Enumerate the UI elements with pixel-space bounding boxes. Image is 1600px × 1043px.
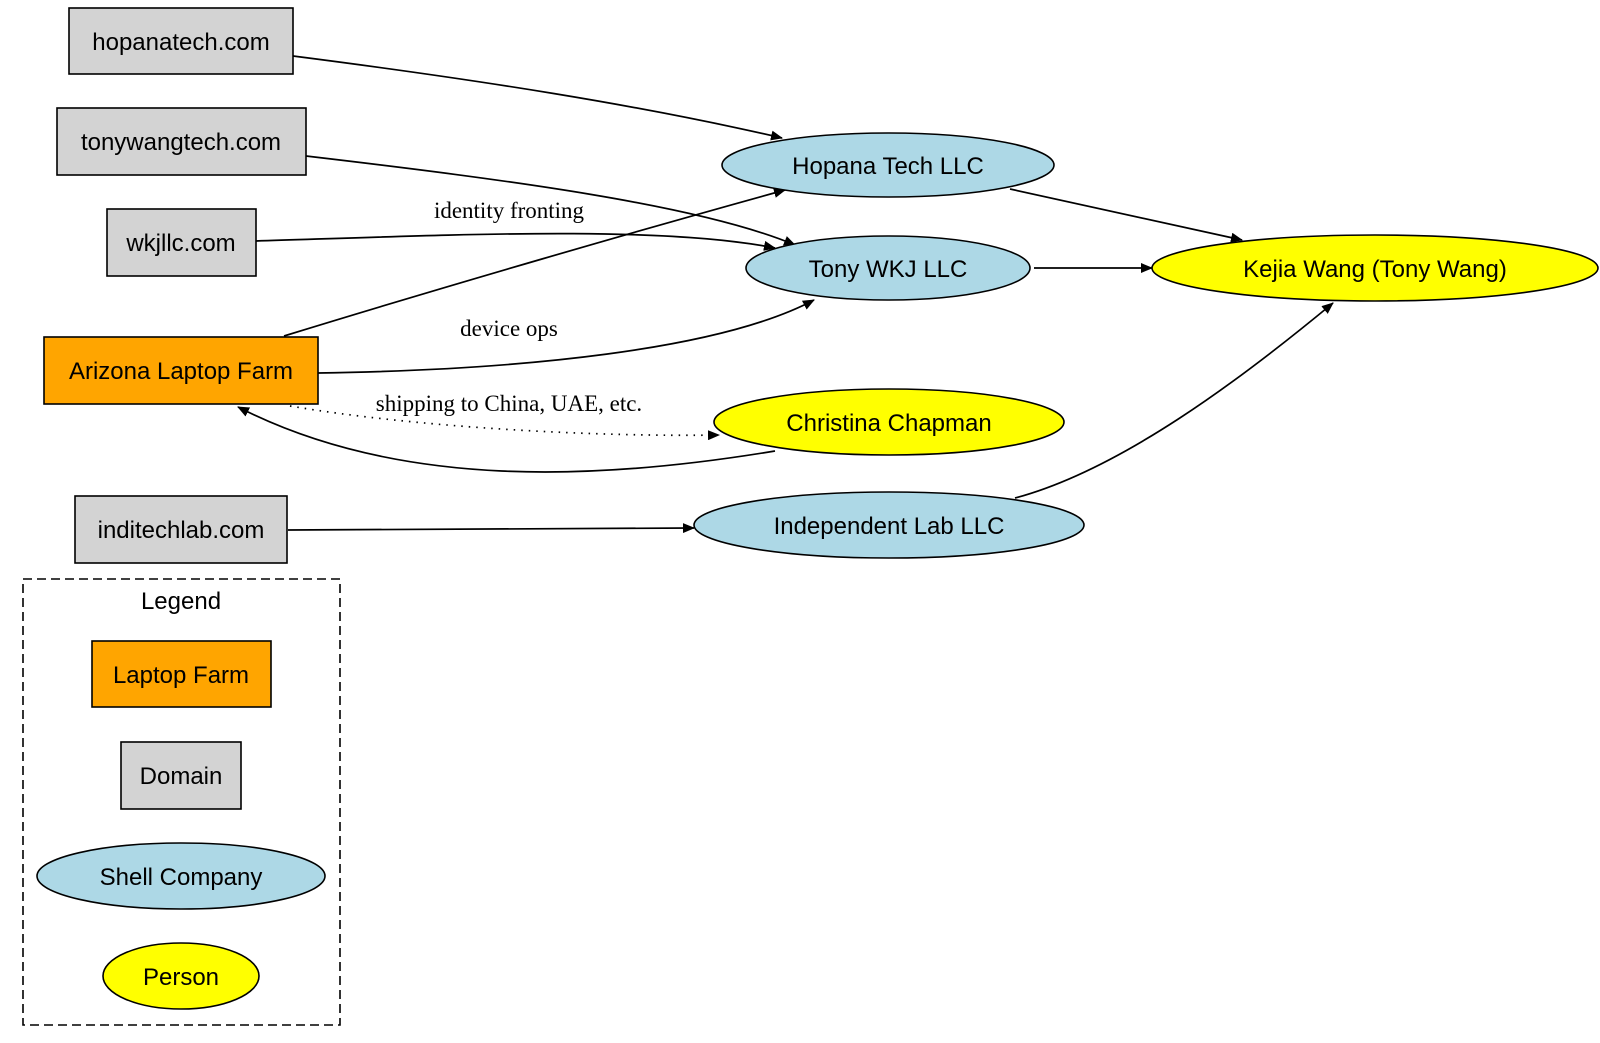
legend-item-domain: Domain (120, 741, 242, 810)
legend-item-shell-company: Shell Company (36, 842, 326, 910)
node-tony-wkj[interactable]: Tony WKJ LLC (745, 235, 1031, 301)
edge-label-shipping: shipping to China, UAE, etc. (376, 391, 642, 416)
legend-item-laptop-farm: Laptop Farm (91, 640, 272, 708)
legend-label: Shell Company (100, 864, 263, 891)
node-independent-lab[interactable]: Independent Lab LLC (693, 491, 1085, 559)
legend-item-person: Person (102, 942, 260, 1010)
legend: Legend Laptop Farm Domain Shell Company … (22, 578, 341, 1026)
node-label: wkjllc.com (125, 230, 235, 257)
node-tonywangtech[interactable]: tonywangtech.com (56, 107, 307, 176)
node-inditechlab[interactable]: inditechlab.com (74, 495, 288, 564)
node-label: tonywangtech.com (81, 129, 281, 156)
node-label: Independent Lab LLC (774, 513, 1005, 540)
node-arizona-laptop-farm[interactable]: Arizona Laptop Farm (43, 336, 319, 405)
node-label: Christina Chapman (786, 410, 991, 437)
legend-border (22, 578, 341, 1026)
node-hopanatech[interactable]: hopanatech.com (68, 7, 294, 75)
node-label: Kejia Wang (Tony Wang) (1243, 256, 1507, 283)
node-christina-chapman[interactable]: Christina Chapman (713, 388, 1065, 456)
edge-labels: identity fronting device ops shipping to… (376, 198, 642, 416)
node-kejia-wang[interactable]: Kejia Wang (Tony Wang) (1151, 234, 1599, 302)
node-label: hopanatech.com (92, 29, 269, 56)
legend-label: Domain (140, 763, 223, 790)
legend-label: Person (143, 964, 219, 991)
node-label: Hopana Tech LLC (792, 153, 984, 180)
node-label: inditechlab.com (98, 517, 265, 544)
edge-label-device-ops: device ops (460, 316, 558, 341)
legend-title: Legend (141, 588, 221, 615)
node-hopana-tech[interactable]: Hopana Tech LLC (721, 132, 1055, 198)
edge-arizona-to-tonywkj (317, 299, 815, 374)
edge-tonywangtech-to-tonywkj (305, 155, 796, 246)
node-label: Tony WKJ LLC (809, 256, 968, 283)
edges (237, 55, 1334, 534)
edge-chapman-to-arizona (237, 406, 776, 473)
edge-hopana-to-kejia (1009, 188, 1243, 243)
edge-arizona-to-hopana (283, 188, 786, 337)
edge-hopanatech-to-hopana (292, 55, 783, 141)
edge-label-identity-fronting: identity fronting (434, 198, 585, 223)
edge-indlab-to-kejia (1014, 302, 1334, 499)
edge-wkjllc-to-tonywkj (255, 232, 776, 251)
edge-inditechlab-to-indlab (287, 523, 695, 534)
node-label: Arizona Laptop Farm (69, 358, 293, 385)
node-wkjllc[interactable]: wkjllc.com (106, 208, 257, 277)
legend-label: Laptop Farm (113, 662, 249, 689)
